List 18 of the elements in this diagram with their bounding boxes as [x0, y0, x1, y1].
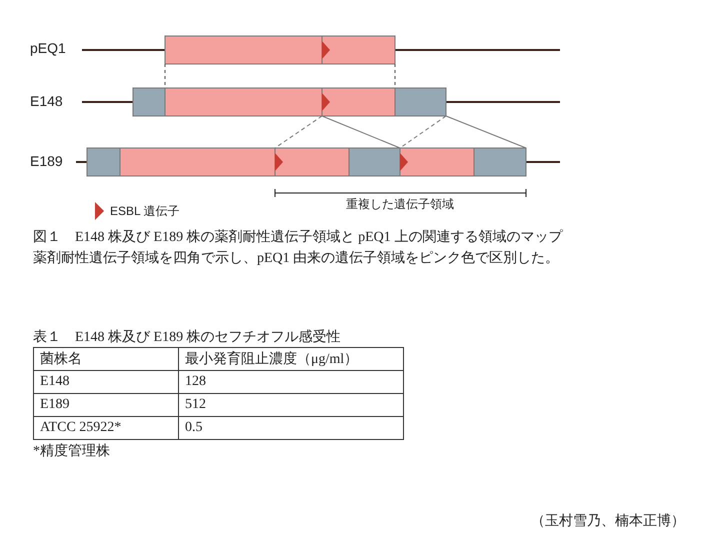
table-cell: 128: [178, 370, 404, 394]
figure-note: 薬剤耐性遺伝子領域を四角で示し、pEQ1 由来の遺伝子領域をピンク色で区別した。: [33, 249, 560, 267]
header-cell: 最小発育阻止濃度（μg/ml）: [178, 348, 404, 370]
table-cell: 0.5: [178, 416, 404, 440]
table-cell: E148: [34, 370, 178, 394]
strain-label: E189: [30, 153, 63, 169]
table-cell: ATCC 25922*: [34, 416, 178, 440]
table-title: 表１ E148 株及び E189 株のセフチオフル感受性: [33, 328, 341, 346]
plasmid-label: pEQ1: [30, 40, 66, 56]
region-label: 重複した遺伝子領域: [346, 196, 454, 213]
table-cell: 512: [178, 394, 404, 416]
table-cell: E189: [34, 394, 178, 416]
header-cell: 菌株名: [34, 348, 178, 370]
footnote: *精度管理株: [33, 442, 110, 460]
figure-caption: 図１ E148 株及び E189 株の薬剤耐性遺伝子領域と pEQ1 上の関連する領域のマップ: [33, 228, 562, 246]
author-credit: （玉村雪乃、楠本正博）: [531, 512, 685, 530]
legend-label: ESBL 遺伝子: [110, 203, 180, 220]
strain-label: E148: [30, 93, 63, 109]
